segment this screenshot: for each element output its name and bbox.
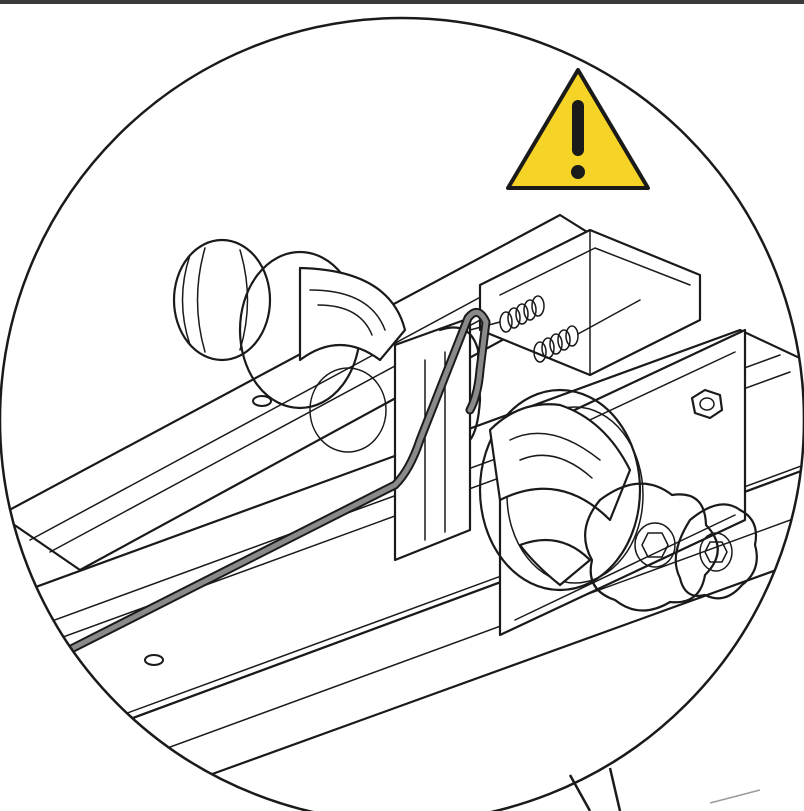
- left-roller-assembly: [172, 238, 407, 453]
- magnified-detail-group: [0, 213, 804, 811]
- hex-bolt: [690, 388, 724, 420]
- rail-hole-3: [144, 654, 164, 666]
- rail-hole-1: [252, 395, 272, 407]
- steel-cable: [0, 307, 491, 690]
- callout-pointer: [568, 767, 761, 811]
- rear-star-knob: [674, 503, 758, 600]
- right-roller-assembly: [478, 388, 644, 592]
- warning-triangle-icon: [506, 68, 650, 190]
- magnifier-circle: [0, 16, 804, 811]
- rail-lower-groove: [79, 514, 804, 781]
